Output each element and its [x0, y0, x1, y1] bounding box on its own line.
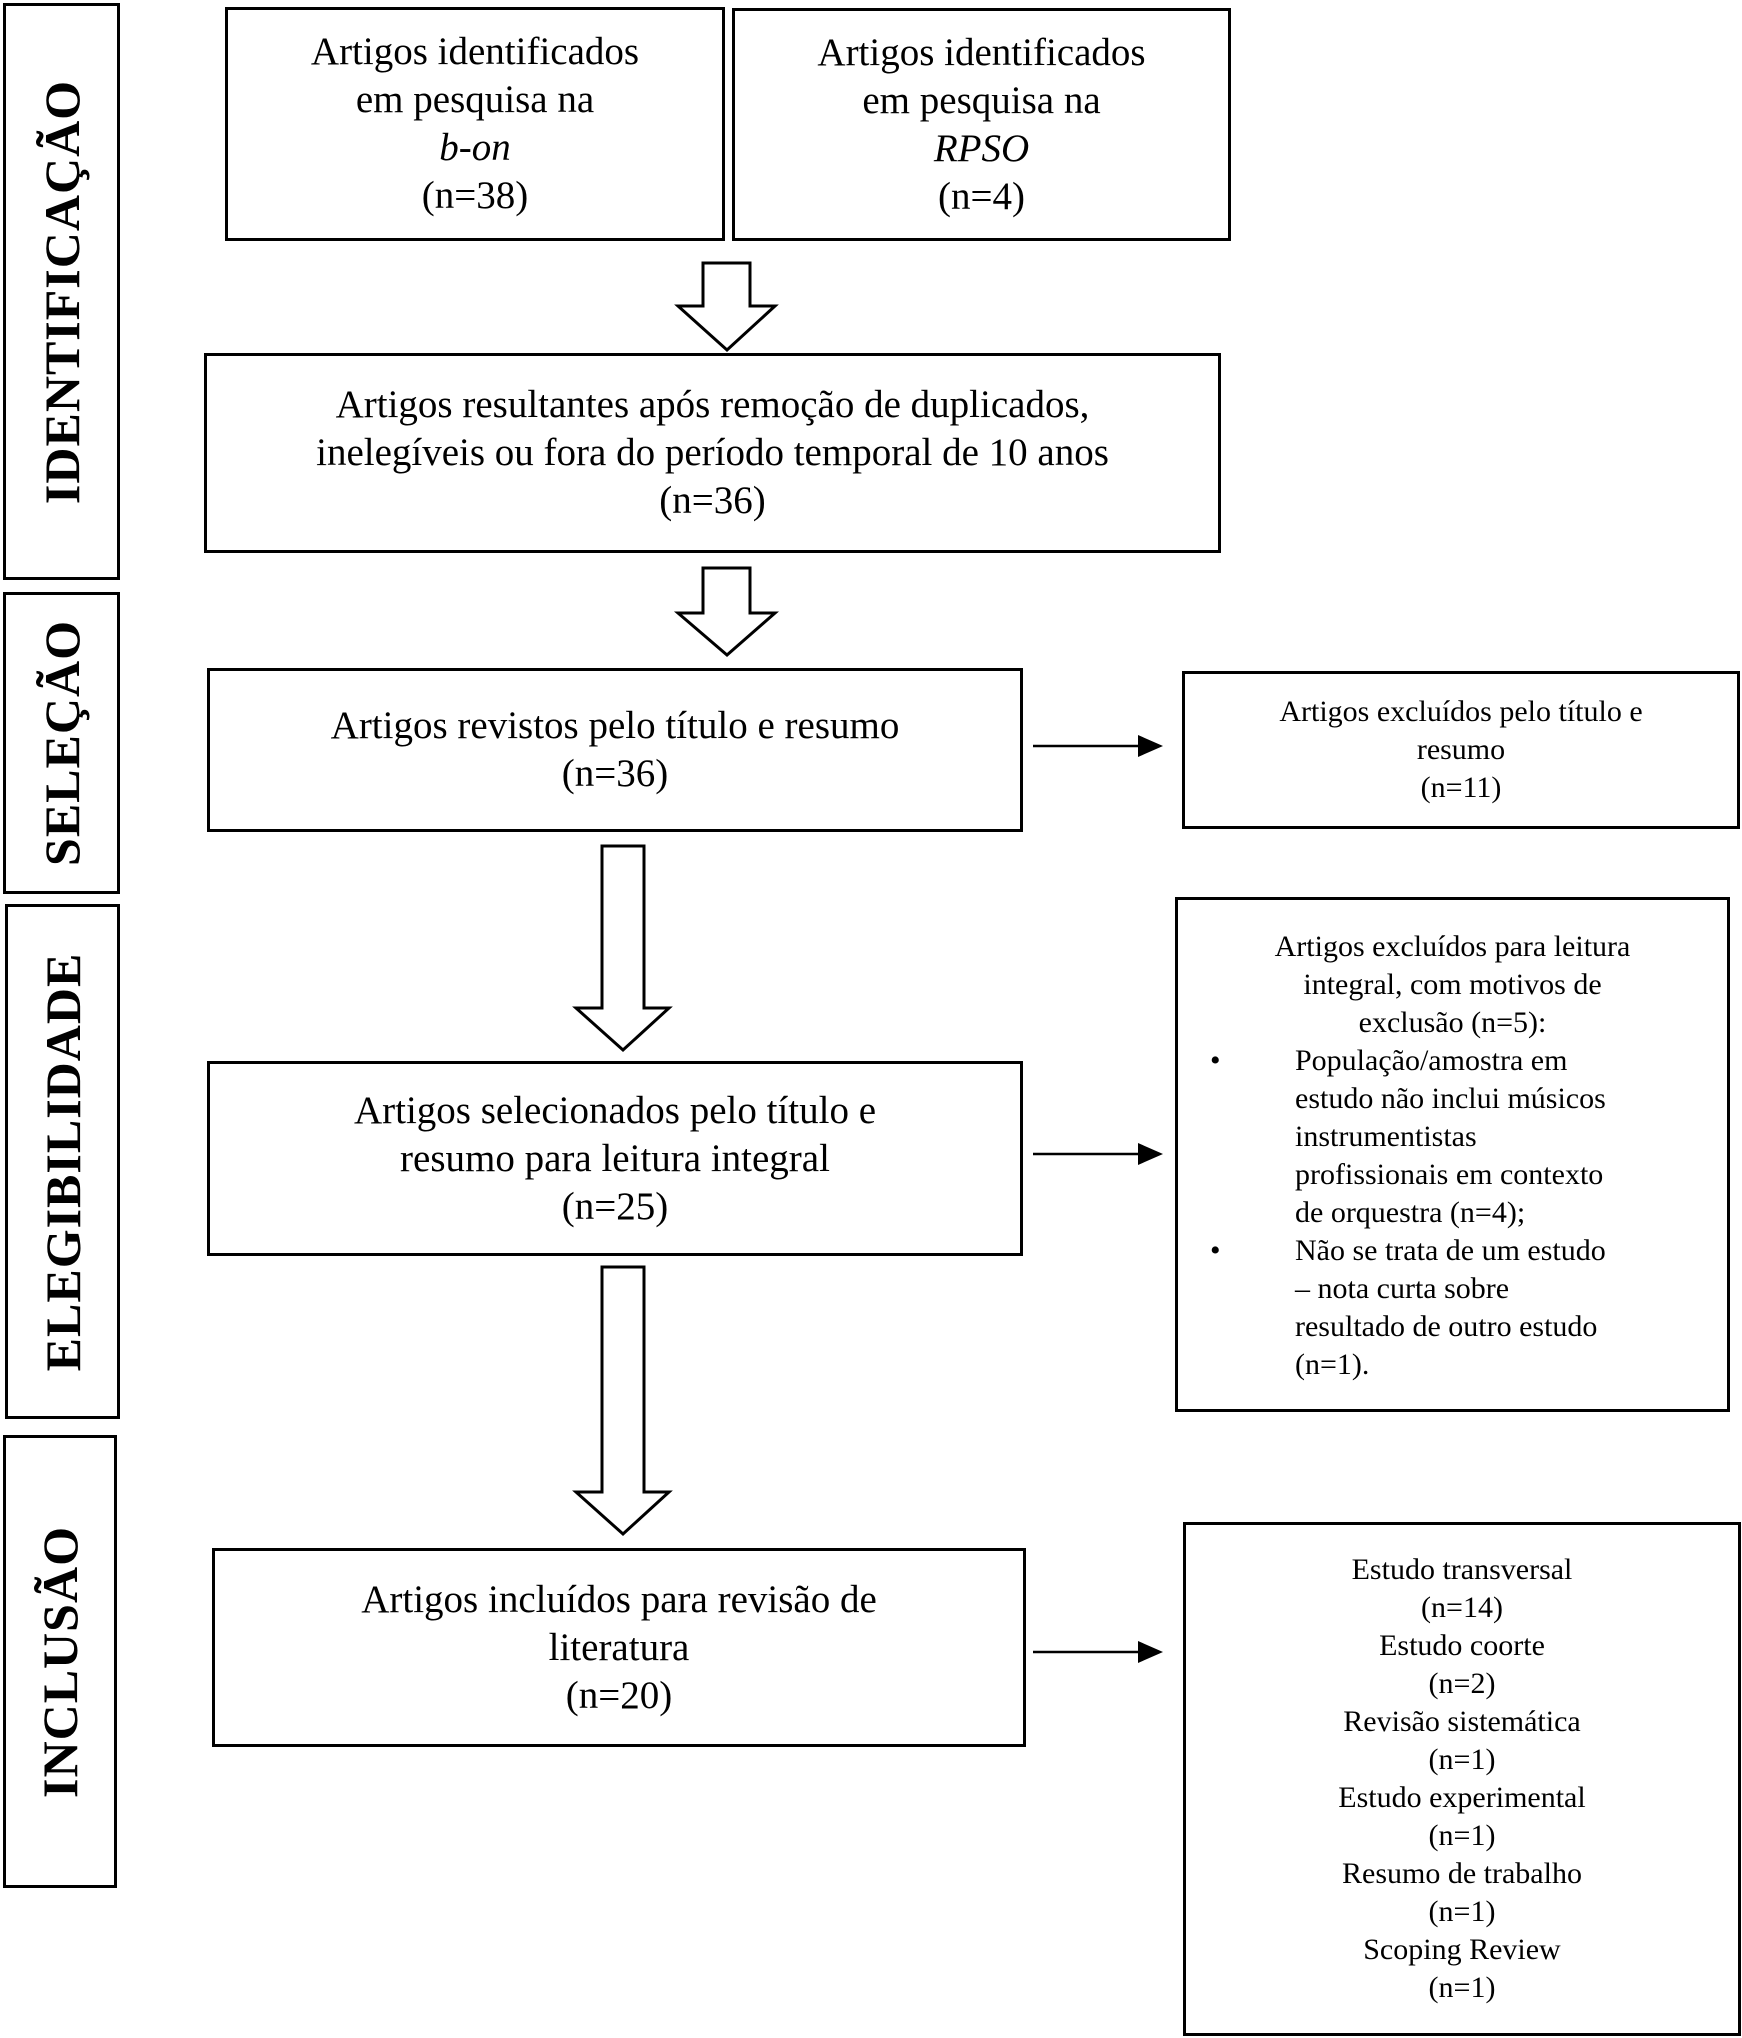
- exclusion-reason-line: estudo não inclui músicos: [1295, 1082, 1606, 1115]
- box-bon-source: b-on: [439, 126, 511, 169]
- box-included-line1: Artigos incluídos para revisão de: [361, 1577, 877, 1621]
- box-bon-count: (n=38): [421, 174, 529, 217]
- exclusion-reason-line: profissionais em contexto: [1295, 1158, 1604, 1191]
- box-after-dedup-count: (n=36): [659, 479, 766, 522]
- box-excluded-screen-count: (n=11): [1420, 771, 1502, 804]
- study-type-count: (n=2): [1428, 1667, 1496, 1700]
- study-type-label: Estudo transversal: [1351, 1553, 1573, 1586]
- box-excluded-screen-line2: resumo: [1416, 733, 1506, 766]
- box-excluded-full-read: Artigos excluídos para leitura integral,…: [1175, 897, 1730, 1412]
- down-arrow-4: [572, 1265, 673, 1537]
- box-study-types: Estudo transversal (n=14) Estudo coorte …: [1183, 1522, 1741, 2036]
- box-after-dedup-line1: Artigos resultantes após remoção de dupl…: [335, 383, 1090, 426]
- box-excluded-full-line3: exclusão (n=5):: [1358, 1006, 1547, 1039]
- box-included-line2: literatura: [548, 1625, 690, 1669]
- box-selected-full-read: Artigos selecionados pelo título e resum…: [207, 1061, 1023, 1256]
- down-arrow-2: [673, 566, 779, 657]
- stage-elegibilidade: ELEGIBILIDADE: [5, 904, 120, 1419]
- box-rpso-count: (n=4): [938, 174, 1025, 218]
- right-arrow-3: [1033, 1641, 1163, 1663]
- study-type-label: Revisão sistemática: [1343, 1705, 1581, 1738]
- study-type-label: Scoping Review: [1363, 1933, 1561, 1966]
- box-screened-count: (n=36): [561, 752, 669, 795]
- exclusion-reason-line: (n=1).: [1295, 1348, 1370, 1381]
- exclusion-reason-line: de orquestra (n=4);: [1295, 1196, 1526, 1229]
- study-type-count: (n=1): [1428, 1895, 1496, 1928]
- box-screened-line1: Artigos revistos pelo título e resumo: [330, 704, 900, 747]
- study-type-label: Resumo de trabalho: [1342, 1857, 1582, 1890]
- box-selected-count: (n=25): [561, 1184, 669, 1228]
- box-rpso-line1: Artigos identificados: [817, 30, 1146, 74]
- exclusion-reason-line: População/amostra em: [1295, 1044, 1568, 1077]
- box-excluded-screen-line1: Artigos excluídos pelo título e: [1279, 695, 1643, 728]
- box-screened: Artigos revistos pelo título e resumo (n…: [207, 668, 1023, 832]
- bullet-icon: •: [1210, 1234, 1221, 1267]
- box-identified-bon: Artigos identificados em pesquisa na b-o…: [225, 7, 725, 241]
- box-included: Artigos incluídos para revisão de litera…: [212, 1548, 1026, 1747]
- stage-inclusao: INCLUSÃO: [3, 1435, 117, 1888]
- exclusion-reason-line: instrumentistas: [1295, 1120, 1477, 1153]
- right-arrow-1: [1033, 735, 1163, 757]
- down-arrow-3: [572, 844, 673, 1053]
- exclusion-reason-line: – nota curta sobre: [1295, 1272, 1510, 1305]
- exclusion-reason-item: • Não se trata de um estudo – nota curta…: [1178, 1232, 1727, 1384]
- box-rpso-source: RPSO: [933, 126, 1030, 170]
- exclusion-reasons-list: • População/amostra em estudo não inclui…: [1178, 1042, 1727, 1384]
- study-type-count: (n=1): [1428, 1971, 1496, 2004]
- box-excluded-full-line2: integral, com motivos de: [1303, 968, 1602, 1001]
- stage-selecao: SELEÇÃO: [3, 592, 120, 894]
- box-identified-rpso: Artigos identificados em pesquisa na RPS…: [732, 8, 1231, 241]
- study-type-label: Estudo experimental: [1338, 1781, 1586, 1814]
- box-selected-line1: Artigos selecionados pelo título e: [353, 1088, 877, 1132]
- down-arrow-1: [674, 261, 779, 353]
- stage-identificacao: IDENTIFICAÇÃO: [3, 3, 120, 580]
- study-type-count: (n=1): [1428, 1743, 1496, 1776]
- box-bon-line1: Artigos identificados: [310, 30, 640, 73]
- study-type-label: Estudo coorte: [1379, 1629, 1545, 1662]
- box-excluded-full-line1: Artigos excluídos para leitura: [1274, 930, 1631, 963]
- box-after-dedup-line2: inelegíveis ou fora do período temporal …: [316, 431, 1109, 474]
- box-after-deduplication: Artigos resultantes após remoção de dupl…: [204, 353, 1221, 553]
- box-bon-line2: em pesquisa na: [355, 78, 595, 121]
- box-selected-line2: resumo para leitura integral: [400, 1136, 830, 1180]
- box-excluded-screening: Artigos excluídos pelo título e resumo (…: [1182, 671, 1740, 829]
- bullet-icon: •: [1210, 1044, 1221, 1077]
- exclusion-reason-line: resultado de outro estudo: [1295, 1310, 1598, 1343]
- box-included-count: (n=20): [565, 1673, 673, 1717]
- right-arrow-2: [1033, 1143, 1163, 1165]
- exclusion-reason-line: Não se trata de um estudo: [1295, 1234, 1606, 1267]
- study-type-count: (n=14): [1421, 1591, 1503, 1624]
- exclusion-reason-item: • População/amostra em estudo não inclui…: [1178, 1042, 1727, 1232]
- study-type-count: (n=1): [1428, 1819, 1496, 1852]
- box-rpso-line2: em pesquisa na: [862, 78, 1101, 122]
